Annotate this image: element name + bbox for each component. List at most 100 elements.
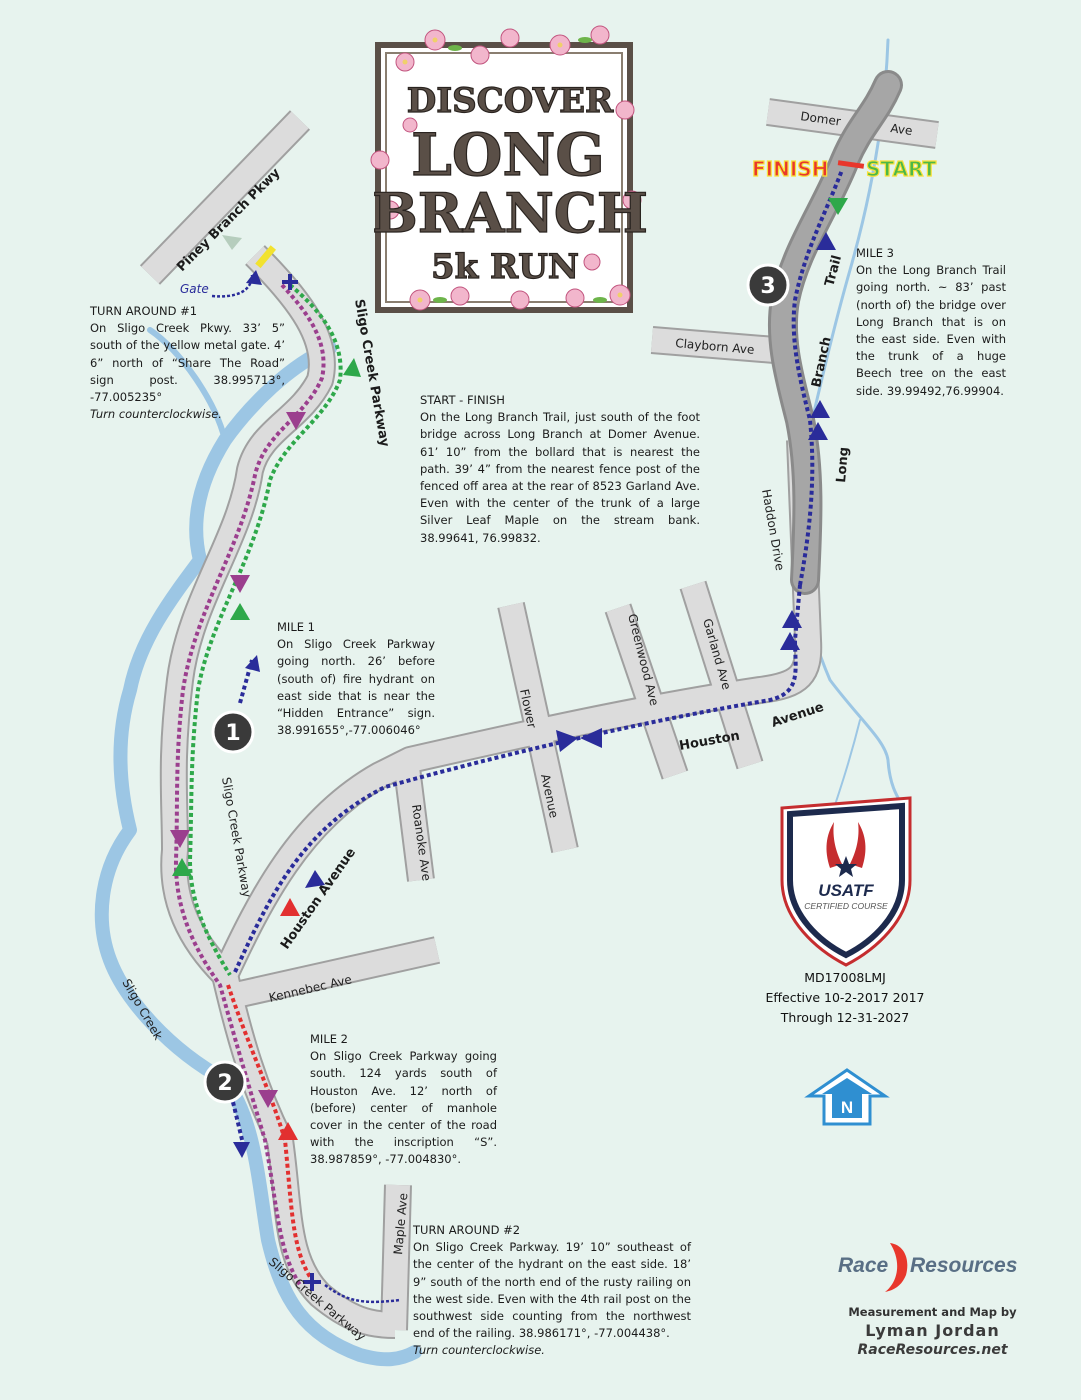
note-mile-3-head: MILE 3 [856,246,894,260]
race-resources-logo: Race Resources [838,1243,1017,1292]
label-ave: Ave [890,121,914,138]
finish-label: FINISH [752,157,828,181]
logo-race: Race [838,1254,889,1277]
note-mile-3-body: On the Long Branch Trail going north. ~ … [856,263,1006,398]
mile-marker-3: 3 [746,263,790,307]
finish-start-line [837,160,865,169]
certification-info: MD17008LMJ Effective 10-2-2017 2017 Thro… [738,968,952,1028]
usatf-star-icon [835,856,857,877]
blue-arrow [580,728,602,748]
logo-swoosh-icon [885,1243,908,1292]
red-segment [226,984,314,1282]
note-start-finish-head: START - FINISH [420,393,505,407]
label-clayborn: Clayborn Ave [675,336,755,357]
blue-arrow [245,655,260,672]
red-arrow [280,898,300,916]
blue-arrow [808,422,828,440]
logo-resources: Resources [910,1254,1017,1277]
turnaround-cross-2 [303,1273,321,1291]
certification-code: MD17008LMJ [804,970,886,985]
blue-arrow [305,870,325,888]
sligo-creek-water [94,341,422,1367]
note-mile-2-body: On Sligo Creek Parkway going south. 124 … [310,1049,497,1167]
mile-marker-3-label: 3 [760,274,775,299]
blue-gate-spur [211,274,254,298]
credit-line-3: RaceResources.net [857,1342,1008,1358]
label-sligo-parkway-mid: Sligo Creek Parkway [219,776,254,898]
course-lines [173,169,844,1304]
usatf-sub: CERTIFIED COURSE [804,901,888,911]
start-label: START [866,157,936,181]
label-trail: Trail [822,254,845,288]
title-frame: DISCOVER LONG BRANCH 5k RUN [370,25,648,313]
certification-effective: Effective 10-2-2017 2017 [765,990,925,1005]
label-domer: Domer [800,109,842,129]
note-mile-3: MILE 3 On the Long Branch Trail going no… [856,245,1006,400]
blue-trail-segment [791,169,844,586]
mile-marker-2-label: 2 [217,1071,232,1096]
north-label: N [841,1098,853,1117]
label-haddon: Haddon Drive [759,488,787,572]
blue-arrow [556,730,578,752]
purple-arrow [230,575,250,593]
green-arrow [828,198,848,215]
label-branch: Branch [809,336,834,389]
mile-marker-2: 2 [203,1060,247,1104]
blue-arrow [810,400,830,418]
note-turnaround-2-italic: Turn counterclockwise. [413,1343,545,1358]
usatf-badge: USATF CERTIFIED COURSE [780,796,912,967]
green-arrow [343,358,361,377]
blue-segment [233,584,802,973]
note-mile-1: MILE 1 On Sligo Creek Parkway going nort… [277,619,435,739]
red-arrow [278,1122,298,1140]
blue-arrow [780,632,800,650]
blue-arrow [246,270,262,285]
blue-turn2-spur [324,1283,401,1304]
note-mile-1-head: MILE 1 [277,620,315,634]
purple-arrow [258,1090,278,1108]
green-segment [187,283,343,977]
title-discover: DISCOVER [407,81,614,121]
long-branch-trail [767,70,903,595]
blue-mile2-spur [231,1101,246,1149]
green-arrow [172,858,192,876]
credit-line-2: Lyman Jordan [865,1321,1000,1340]
note-turnaround-2-head: TURN AROUND #2 [413,1223,521,1237]
label-long: Long [834,446,852,483]
label-sligo-creek: Sligo Creek [119,977,165,1043]
purple-segment [173,283,326,1287]
blue-arrow [782,610,802,628]
note-start-finish-body: On the Long Branch Trail, just south of … [420,410,700,545]
north-arrow: N [804,1068,890,1126]
note-turnaround-1: TURN AROUND #1 On Sligo Creek Pkwy. 33’ … [90,303,285,423]
note-turnaround-1-body: On Sligo Creek Pkwy. 33’ 5” south of the… [90,321,285,405]
turnaround-cross-1 [282,274,298,290]
purple-arrow [170,830,190,848]
note-turnaround-2: TURN AROUND #2 On Sligo Creek Parkway. 1… [413,1222,691,1360]
note-turnaround-1-head: TURN AROUND #1 [90,304,198,318]
note-turnaround-2-body: On Sligo Creek Parkway. 19’ 10” southeas… [413,1240,691,1341]
green-arrow [230,603,250,620]
label-avenue-houston: Avenue [770,700,826,731]
label-maple: Maple Ave [391,1192,410,1255]
note-turnaround-1-italic: Turn counterclockwise. [90,407,222,422]
note-mile-1-body: On Sligo Creek Parkway going north. 26’ … [277,637,435,738]
label-gate: Gate [180,282,209,296]
credit-line-1: Measurement and Map by [848,1305,1017,1319]
mile-marker-1-label: 1 [225,721,240,746]
title-long: LONG [411,121,605,189]
note-start-finish: START - FINISH On the Long Branch Trail,… [420,392,700,547]
map-credit: Measurement and Map by Lyman Jordan Race… [840,1303,1025,1359]
usatf-name: USATF [818,881,874,900]
sligo-creek-upper-branch [147,327,228,443]
title-branch: BRANCH [372,181,648,245]
course-arrows [170,198,848,1158]
yellow-gate [255,245,277,269]
note-mile-2-head: MILE 2 [310,1032,348,1046]
mile-marker-1: 1 [211,710,255,754]
small-tree-icon [222,235,242,250]
usatf-wings-icon [826,822,866,868]
blue-arrow [816,232,836,250]
title-5k-run: 5k RUN [431,247,579,287]
